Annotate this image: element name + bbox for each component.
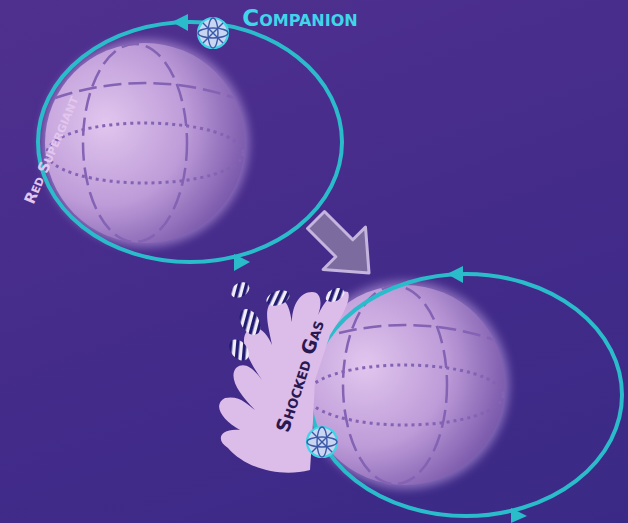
companion-label: Companion: [239, 5, 360, 32]
